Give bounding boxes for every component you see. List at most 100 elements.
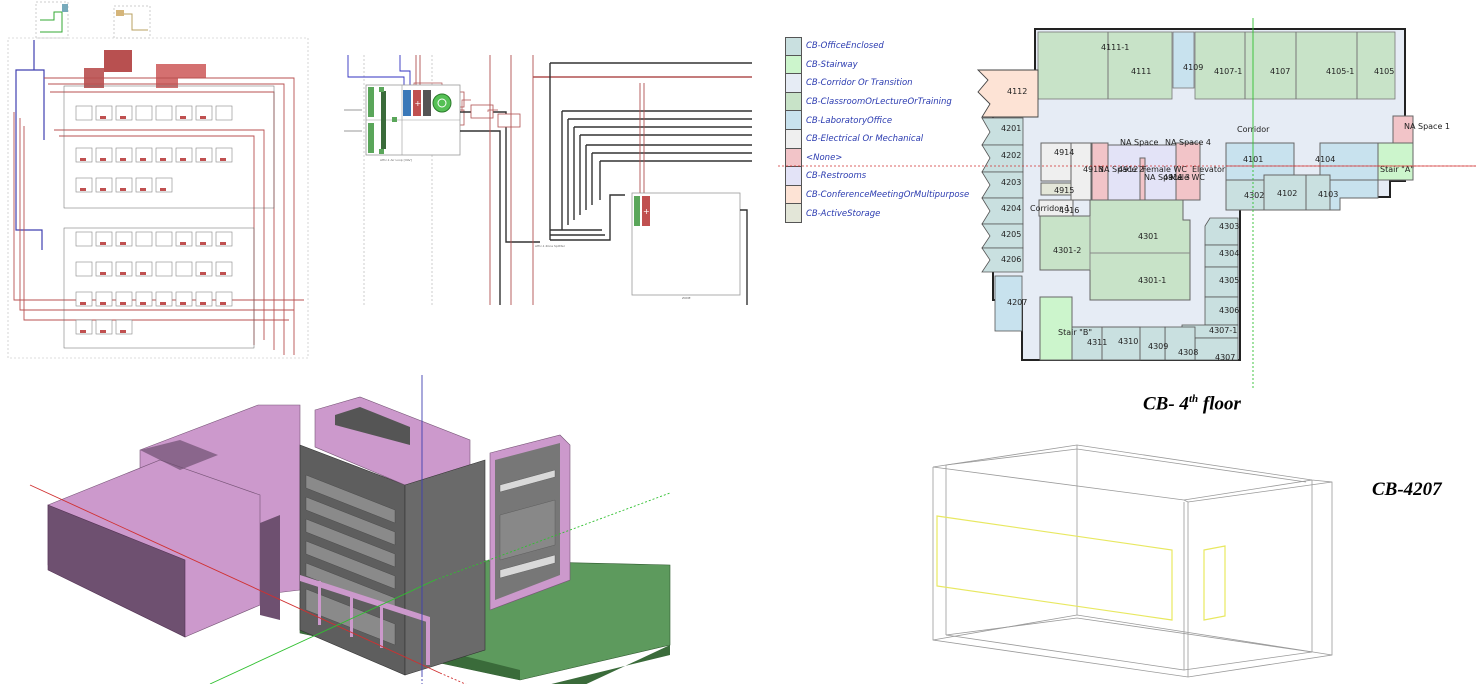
- room-4301: 4301: [1138, 232, 1158, 241]
- zone-label: ZONE: [682, 296, 691, 300]
- hvac-system-overview: [4, 0, 310, 360]
- room-4913: 4913: [1083, 165, 1103, 174]
- legend-item: CB-Restrooms: [785, 167, 969, 186]
- space-type-legend: CB-OfficeEnclosed CB-Stairway CB-Corrido…: [785, 37, 969, 223]
- room-na-space-4: NA Space 4: [1165, 138, 1211, 147]
- room-corridor-1: Corridor 1: [1030, 204, 1070, 213]
- legend-swatch: [785, 185, 802, 205]
- room-4309: 4309: [1148, 342, 1168, 351]
- room-4308: 4308: [1178, 348, 1198, 357]
- air-loop-graphic: + AHU-1 Air Loop [VAV] AHU-1 Zone Splitt…: [344, 55, 752, 305]
- room-4105: 4105: [1374, 67, 1394, 76]
- legend-label: <None>: [806, 152, 843, 163]
- zone-wireframe-graphic: [932, 444, 1333, 678]
- air-loop-label: AHU-1 Air Loop [VAV]: [380, 158, 412, 162]
- legend-swatch: [785, 148, 802, 168]
- room-4304: 4304: [1219, 249, 1239, 258]
- room-male-wc: Male WC: [1170, 173, 1205, 182]
- legend-swatch: [785, 204, 802, 223]
- room-4310: 4310: [1118, 337, 1138, 346]
- legend-label: CB-Restrooms: [806, 171, 867, 182]
- room-4107-1: 4107-1: [1214, 67, 1242, 76]
- legend-item: CB-ActiveStorage: [785, 204, 969, 223]
- room-4111: 4111: [1131, 67, 1151, 76]
- hvac-overview-graphic: [7, 1, 309, 359]
- room-4111-1: 4111-1: [1101, 43, 1129, 52]
- zone-caption: CB-4207: [1372, 479, 1442, 500]
- legend-swatch: [785, 92, 802, 112]
- legend-label: CB-ActiveStorage: [806, 208, 881, 219]
- legend-label: CB-ClassroomOrLectureOrTraining: [806, 97, 952, 108]
- svg-text:+: +: [415, 99, 422, 108]
- legend-item: CB-Corridor Or Transition: [785, 74, 969, 93]
- legend-label: CB-LaboratoryOffice: [806, 115, 893, 126]
- room-stair-a: Stair "A": [1380, 165, 1414, 174]
- legend-swatch: [785, 74, 802, 93]
- room-4102: 4102: [1277, 189, 1297, 198]
- room-4311: 4311: [1087, 338, 1107, 347]
- building-3d-model: [0, 375, 700, 684]
- legend-label: CB-OfficeEnclosed: [806, 41, 884, 52]
- room-na-space: NA Space: [1120, 138, 1158, 147]
- room-4104: 4104: [1315, 155, 1335, 164]
- room-4914: 4914: [1054, 148, 1074, 157]
- legend-swatch: [785, 111, 802, 130]
- room-4204: 4204: [1001, 204, 1021, 213]
- legend-label: CB-Stairway: [806, 59, 858, 70]
- room-4206: 4206: [1001, 255, 1021, 264]
- legend-item: CB-LaboratoryOffice: [785, 111, 969, 130]
- room-female-wc: Female WC: [1142, 165, 1187, 174]
- legend-label: CB-ConferenceMeetingOrMultipurpose: [806, 190, 970, 201]
- room-stair-b: Stair "B": [1058, 328, 1092, 337]
- room-4305: 4305: [1219, 276, 1239, 285]
- room-elevator-space: Elevator Space: [1192, 165, 1252, 174]
- room-4307: 4307: [1215, 353, 1235, 362]
- room-4307-1: 4307-1: [1209, 326, 1237, 335]
- room-4303: 4303: [1219, 222, 1239, 231]
- legend-item: CB-Electrical Or Mechanical: [785, 129, 969, 149]
- room-4105-1: 4105-1: [1326, 67, 1354, 76]
- legend-swatch: [785, 167, 802, 186]
- room-na-space-3: NA Space 3: [1144, 173, 1190, 182]
- floor-caption-prefix: CB- 4: [1143, 393, 1189, 415]
- floor-caption-suffix: floor: [1198, 393, 1241, 415]
- room-4202: 4202: [1001, 151, 1021, 160]
- legend-item: CB-Stairway: [785, 55, 969, 75]
- room-4103: 4103: [1318, 190, 1338, 199]
- room-4911: 4911: [1163, 173, 1183, 182]
- floor-caption-sup: th: [1188, 393, 1199, 405]
- legend-swatch: [785, 55, 802, 75]
- room-4916: 4916: [1059, 206, 1079, 215]
- room-4101: 4101: [1243, 155, 1263, 164]
- room-4912: 4912: [1118, 165, 1138, 174]
- room-4306: 4306: [1219, 306, 1239, 315]
- legend-item: CB-OfficeEnclosed: [785, 37, 969, 56]
- room-4302: 4302: [1244, 191, 1264, 200]
- room-4112: 4112: [1007, 87, 1027, 96]
- zone-wireframe-model: [920, 430, 1476, 684]
- room-4301-2: 4301-2: [1053, 246, 1081, 255]
- legend-item: <None>: [785, 148, 969, 168]
- room-4915: 4915: [1054, 186, 1074, 195]
- legend-item: CB-ClassroomOrLectureOrTraining: [785, 92, 969, 112]
- room-4205: 4205: [1001, 230, 1021, 239]
- room-4107: 4107: [1270, 67, 1290, 76]
- legend-label: CB-Electrical Or Mechanical: [806, 134, 924, 145]
- room-4207: 4207: [1007, 298, 1027, 307]
- air-loop-detail: + AHU-1 Air Loop [VAV] AHU-1 Zone Splitt…: [340, 55, 752, 305]
- splitter-label: AHU-1 Zone Splitter: [535, 244, 566, 248]
- room-na-space-2: NA Space 2: [1098, 165, 1144, 174]
- legend-swatch: [785, 129, 802, 149]
- building-3d-graphic: [29, 375, 671, 684]
- room-4301-1: 4301-1: [1138, 276, 1166, 285]
- room-4201: 4201: [1001, 124, 1021, 133]
- legend-item: CB-ConferenceMeetingOrMultipurpose: [785, 185, 970, 205]
- room-corridor: Corridor: [1237, 125, 1270, 134]
- legend-swatch: [785, 37, 802, 56]
- room-na-space-1: NA Space 1: [1404, 122, 1450, 131]
- floor-plan-caption: CB- 4th floor: [1143, 393, 1241, 415]
- room-4203: 4203: [1001, 178, 1021, 187]
- room-4109: 4109: [1183, 63, 1203, 72]
- legend-label: CB-Corridor Or Transition: [806, 78, 913, 89]
- svg-text:+: +: [643, 207, 650, 216]
